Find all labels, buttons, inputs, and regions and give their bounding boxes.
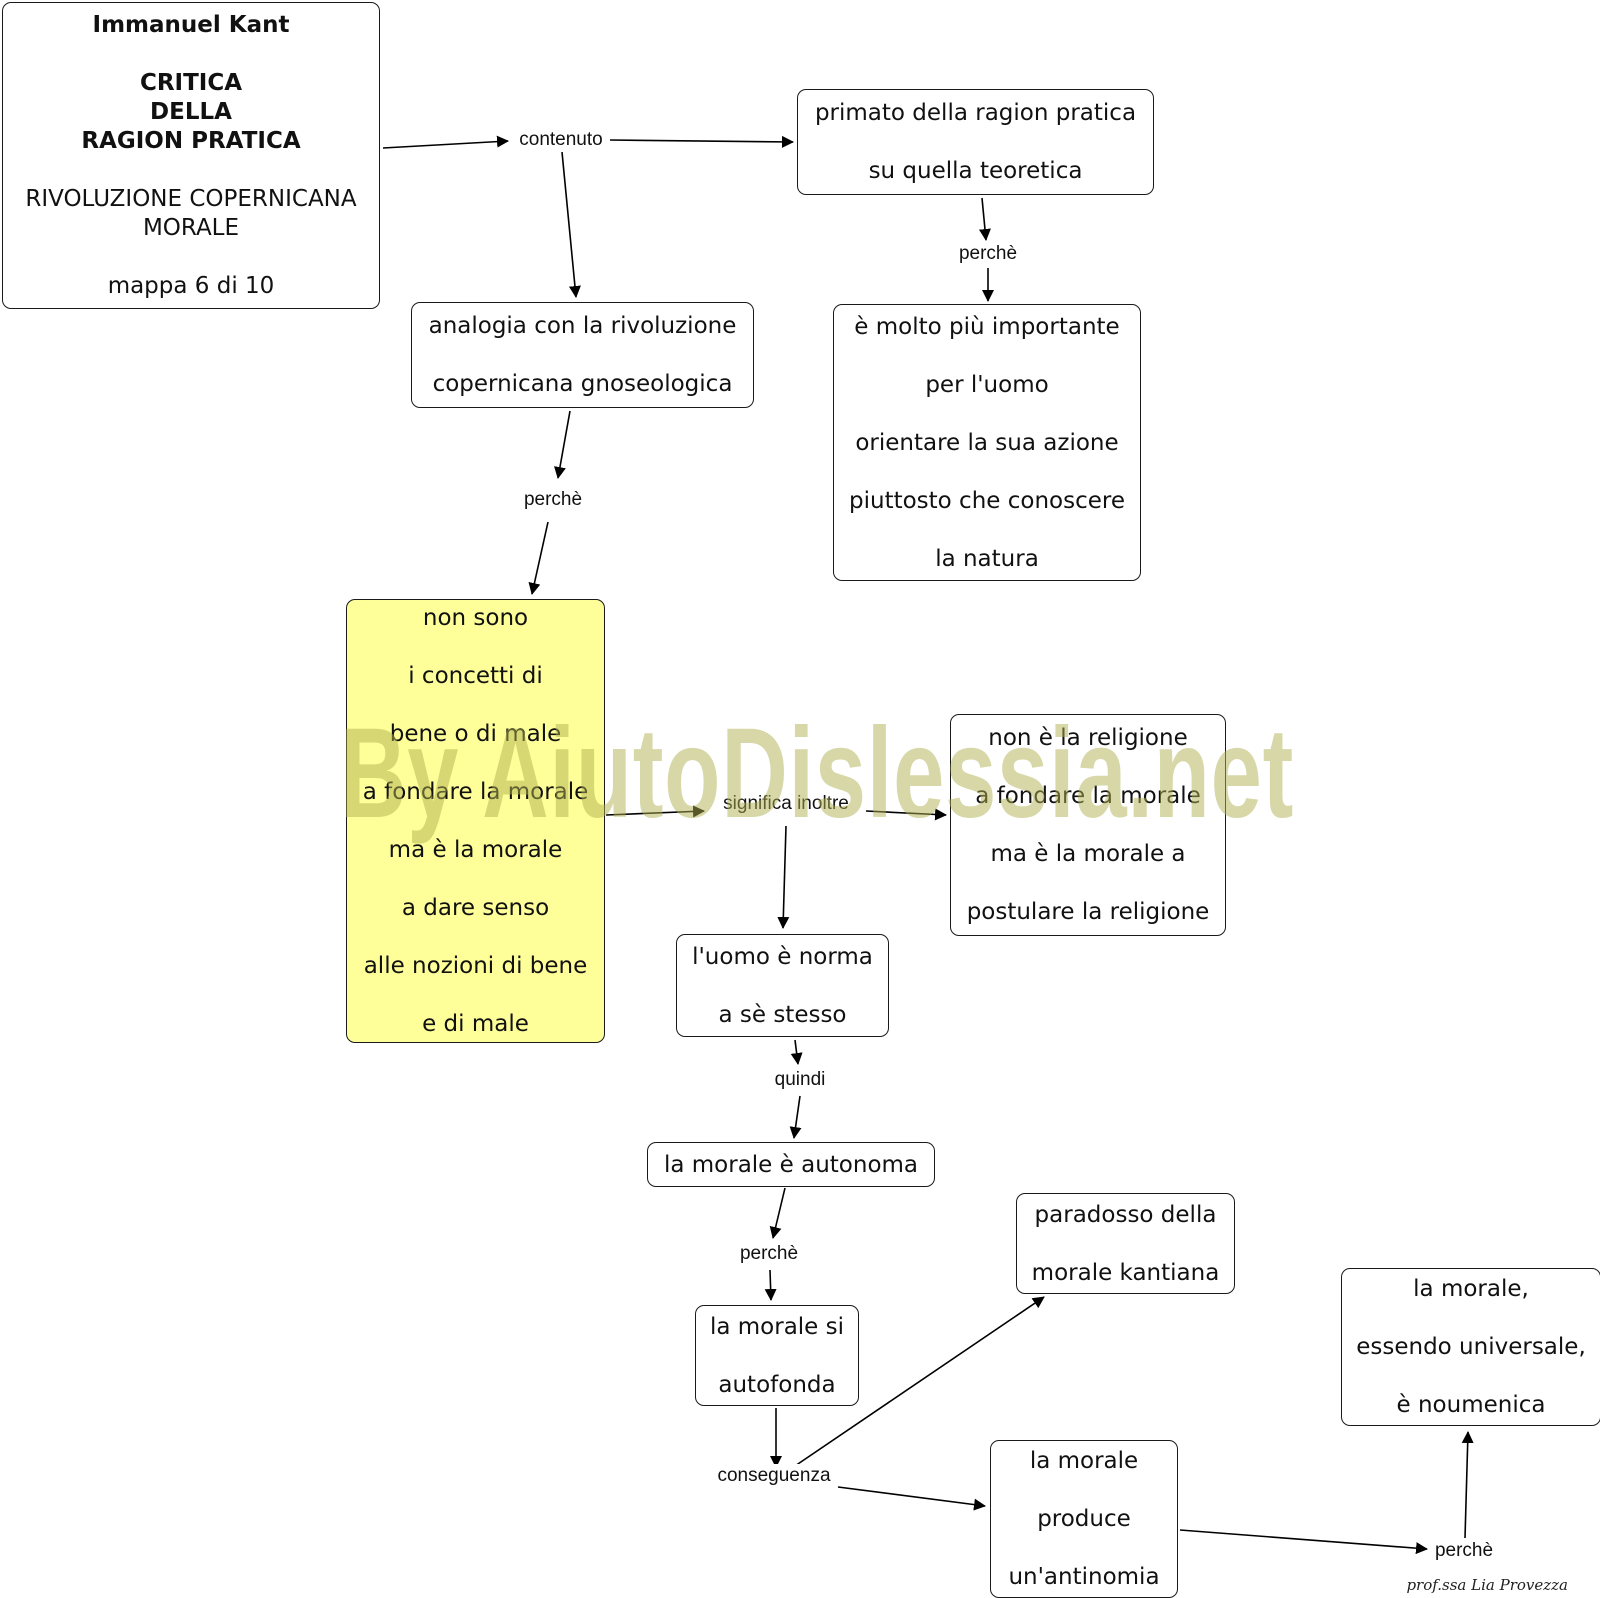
arrow-norma-to-quindi	[790, 1039, 803, 1065]
subtitle-line-1: RIVOLUZIONE COPERNICANA	[25, 185, 357, 212]
arrow-significa-to-religione	[865, 808, 947, 821]
work-title-line-1: CRITICA	[139, 69, 243, 96]
concept-analogia: analogia con la rivoluzione copernicana …	[411, 302, 754, 408]
arrow-title-to-contenuto	[382, 135, 509, 149]
link-label-conseguenza: conseguenza	[715, 1464, 833, 1488]
subtitle-line-2: MORALE	[142, 214, 240, 241]
arrow-significa-to-norma	[777, 825, 790, 929]
work-title-line-2: DELLA	[150, 98, 232, 125]
arrow-contenuto-to-primato	[609, 135, 794, 148]
concept-primato: primato della ragion pratica su quella t…	[797, 89, 1154, 195]
arrow-contenuto-to-analogia	[561, 151, 581, 298]
arrow-perche-to-concetti	[528, 521, 549, 595]
concept-norma: l'uomo è norma a sè stesso	[676, 934, 889, 1037]
arrow-autonoma-to-perche	[769, 1187, 786, 1239]
author-name: Immanuel Kant	[92, 11, 290, 38]
arrow-primato-to-perche	[978, 197, 991, 241]
concept-noumenica: la morale, essendo universale, è noumeni…	[1341, 1268, 1600, 1426]
link-label-contenuto: contenuto	[517, 128, 605, 152]
concept-antinomia: la morale produce un'antinomia	[990, 1440, 1178, 1598]
concept-religione: non è la religione a fondare la morale m…	[950, 714, 1226, 936]
concept-autofonda: la morale si autofonda	[695, 1305, 859, 1406]
map-number: mappa 6 di 10	[107, 272, 275, 299]
arrow-perche-to-noumenica	[1461, 1431, 1474, 1539]
author-signature: prof.ssa Lia Provezza	[1406, 1576, 1568, 1594]
arrow-conseguenza-to-paradosso	[791, 1296, 1045, 1469]
concept-paradosso: paradosso della morale kantiana	[1016, 1193, 1235, 1294]
concept-concetti-bene-male: non sono i concetti di bene o di male a …	[346, 599, 605, 1043]
concept-autonoma: la morale è autonoma	[647, 1142, 935, 1187]
link-label-perche-antinomia: perchè	[1432, 1539, 1496, 1563]
arrow-conseguenza-to-antinomia	[837, 1486, 986, 1511]
arrow-concetti-to-significa	[605, 805, 705, 818]
arrow-antinomia-to-perche	[1179, 1529, 1428, 1555]
concept-importante: è molto più importante per l'uomo orient…	[833, 304, 1141, 581]
link-label-quindi: quindi	[772, 1068, 828, 1092]
link-label-significa-inoltre: significa inoltre	[721, 792, 851, 816]
arrow-analogia-to-perche	[554, 410, 571, 479]
watermark: By AiutoDislessia.net	[340, 702, 1295, 845]
title-node: Immanuel Kant CRITICA DELLA RAGION PRATI…	[2, 2, 380, 309]
work-title-line-3: RAGION PRATICA	[81, 127, 301, 154]
link-label-perche-primato: perchè	[956, 242, 1020, 266]
arrow-quindi-to-autonoma	[789, 1095, 802, 1139]
link-label-perche-analogia: perchè	[521, 488, 585, 512]
arrow-perche-to-autofonda	[764, 1269, 777, 1301]
link-label-perche-autonoma: perchè	[737, 1242, 801, 1266]
